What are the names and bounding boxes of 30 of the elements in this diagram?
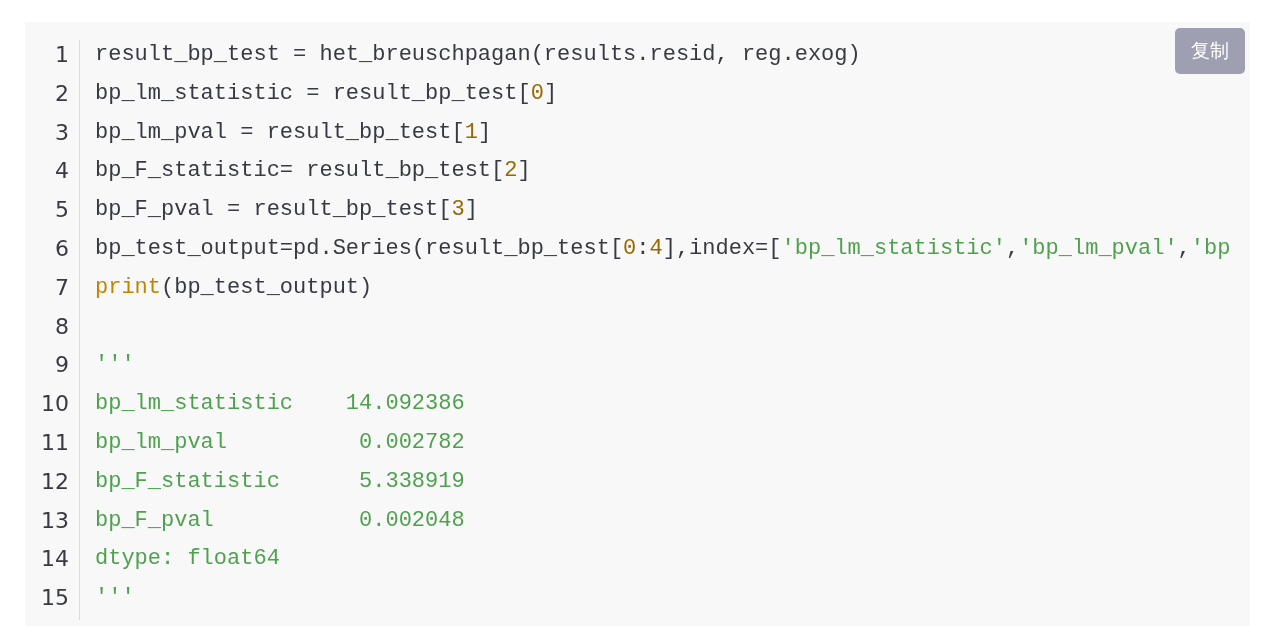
code-line: bp_lm_pval 0.002782: [95, 429, 465, 457]
line-number: 2: [54, 79, 69, 108]
line-number: 15: [40, 584, 69, 613]
line-number: 14: [40, 545, 69, 574]
line-number: 13: [40, 506, 69, 535]
line-number: 12: [40, 467, 69, 496]
line-number: 3: [54, 118, 69, 147]
code-line: bp_F_pval 0.002048: [95, 506, 465, 535]
code-line: result_bp_test = het_breuschpagan(results.resid, reg.exog): [95, 41, 861, 69]
code-line: print(bp_test_output): [95, 273, 373, 302]
code-line: dtype: float64: [95, 545, 280, 574]
code-line: bp_F_statistic 5.338919: [95, 467, 465, 496]
line-number: 10: [40, 390, 69, 419]
code-line: bp_test_output=pd.Series(result_bp_test[0:4],index=['bp_lm_statistic','bp_lm_pval','bp: [95, 235, 1231, 263]
line-number: 5: [54, 196, 69, 225]
code-line: bp_F_pval = result_bp_test[3]: [95, 196, 478, 225]
line-number: 4: [54, 157, 69, 186]
line-number: 6: [54, 235, 69, 263]
code-line: ''': [95, 584, 135, 613]
line-number: 9: [54, 351, 69, 380]
line-number: 11: [40, 429, 69, 457]
code-line: bp_F_statistic= result_bp_test[2]: [95, 157, 531, 186]
line-number: 8: [54, 312, 69, 341]
line-number: 1: [54, 41, 69, 69]
code-line: ''': [95, 351, 135, 380]
code-line: bp_lm_pval = result_bp_test[1]: [95, 118, 492, 147]
code-line: bp_lm_statistic 14.092386: [95, 390, 465, 419]
code-line: bp_lm_statistic = result_bp_test[0]: [95, 79, 558, 108]
line-number: 7: [54, 273, 69, 302]
copy-button: 复制: [1175, 28, 1245, 74]
